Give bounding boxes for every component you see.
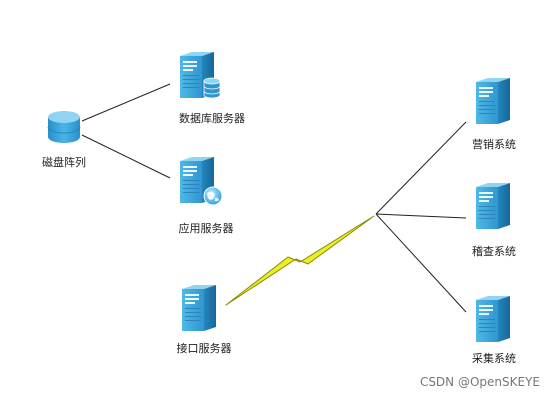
marketing-server-icon (476, 78, 510, 124)
audit-server-icon (476, 183, 510, 229)
db-server-label: 数据库服务器 (179, 112, 245, 125)
audit-system-label: 稽查系统 (472, 245, 516, 258)
disk-array-icon (47, 111, 81, 143)
interface-server-label: 接口服务器 (176, 342, 232, 355)
link-disk-to-db-server (81, 83, 171, 122)
link-hub-to-audit (375, 213, 467, 219)
app-server-label: 应用服务器 (178, 222, 234, 235)
database-server-icon (180, 52, 221, 99)
collection-system-label: 采集系统 (472, 352, 516, 365)
collection-server-icon (476, 296, 510, 342)
csdn-watermark: CSDN @OpenSKEYE (419, 375, 540, 389)
interface-server-icon (182, 285, 216, 331)
wan-lightning-link (225, 215, 375, 306)
link-disk-to-app-server (81, 134, 171, 179)
link-hub-to-collection (375, 213, 467, 313)
connection-lines (81, 83, 467, 313)
globe-icon (203, 186, 223, 206)
marketing-system-label: 营销系统 (472, 138, 516, 151)
web-server-icon (180, 157, 223, 206)
disk-array-label: 磁盘阵列 (42, 156, 86, 169)
link-hub-to-marketing (375, 121, 467, 215)
